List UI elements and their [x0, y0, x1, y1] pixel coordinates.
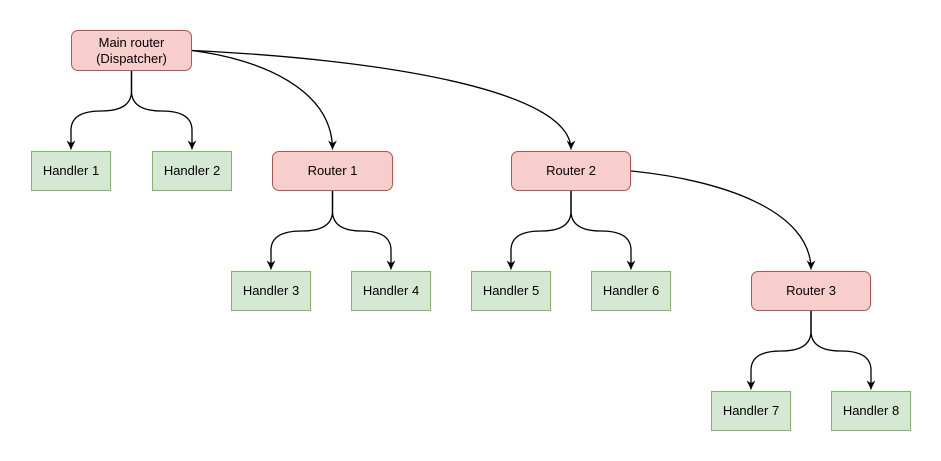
node-router-3: Router 3	[751, 271, 871, 311]
node-handler-7-label: Handler 7	[722, 403, 780, 418]
node-router-1-label: Router 1	[307, 163, 358, 178]
node-handler-1: Handler 1	[31, 151, 111, 191]
node-handler-5: Handler 5	[471, 271, 551, 311]
node-handler-8-label: Handler 8	[842, 403, 900, 418]
node-handler-1-label: Handler 1	[42, 163, 100, 178]
node-handler-2: Handler 2	[152, 151, 232, 191]
edge-router-3-to-handler-7	[746, 311, 812, 390]
edge-router-2-to-router-3	[630, 170, 816, 270]
edge-router-1-to-handler-4	[331, 191, 396, 270]
node-router-1: Router 1	[272, 151, 393, 191]
edge-router-2-to-handler-5	[506, 191, 572, 270]
node-handler-7: Handler 7	[711, 391, 791, 431]
node-handler-3: Handler 3	[231, 271, 311, 311]
node-handler-5-label: Handler 5	[482, 283, 540, 298]
edge-main-router-to-router-1	[191, 49, 337, 150]
edge-router-2-to-handler-6	[570, 191, 636, 270]
node-handler-3-label: Handler 3	[242, 283, 300, 298]
node-handler-6-label: Handler 6	[602, 283, 660, 298]
node-main-router-label: Main router (Dispatcher)	[96, 34, 167, 66]
node-handler-2-label: Handler 2	[163, 163, 221, 178]
node-main-router: Main router (Dispatcher)	[71, 30, 192, 71]
edge-router-1-to-handler-3	[266, 191, 334, 270]
node-handler-4: Handler 4	[351, 271, 431, 311]
node-handler-4-label: Handler 4	[362, 283, 420, 298]
node-router-3-label: Router 3	[786, 283, 836, 298]
edge-main-router-to-handler-1	[66, 71, 133, 150]
edge-main-router-to-handler-2	[130, 71, 197, 150]
node-router-2: Router 2	[511, 151, 631, 191]
edge-router-3-to-handler-8	[810, 311, 876, 390]
node-handler-6: Handler 6	[591, 271, 671, 311]
edge-main-router-to-router-2	[191, 49, 576, 150]
node-handler-8: Handler 8	[831, 391, 911, 431]
node-router-2-label: Router 2	[546, 163, 596, 178]
